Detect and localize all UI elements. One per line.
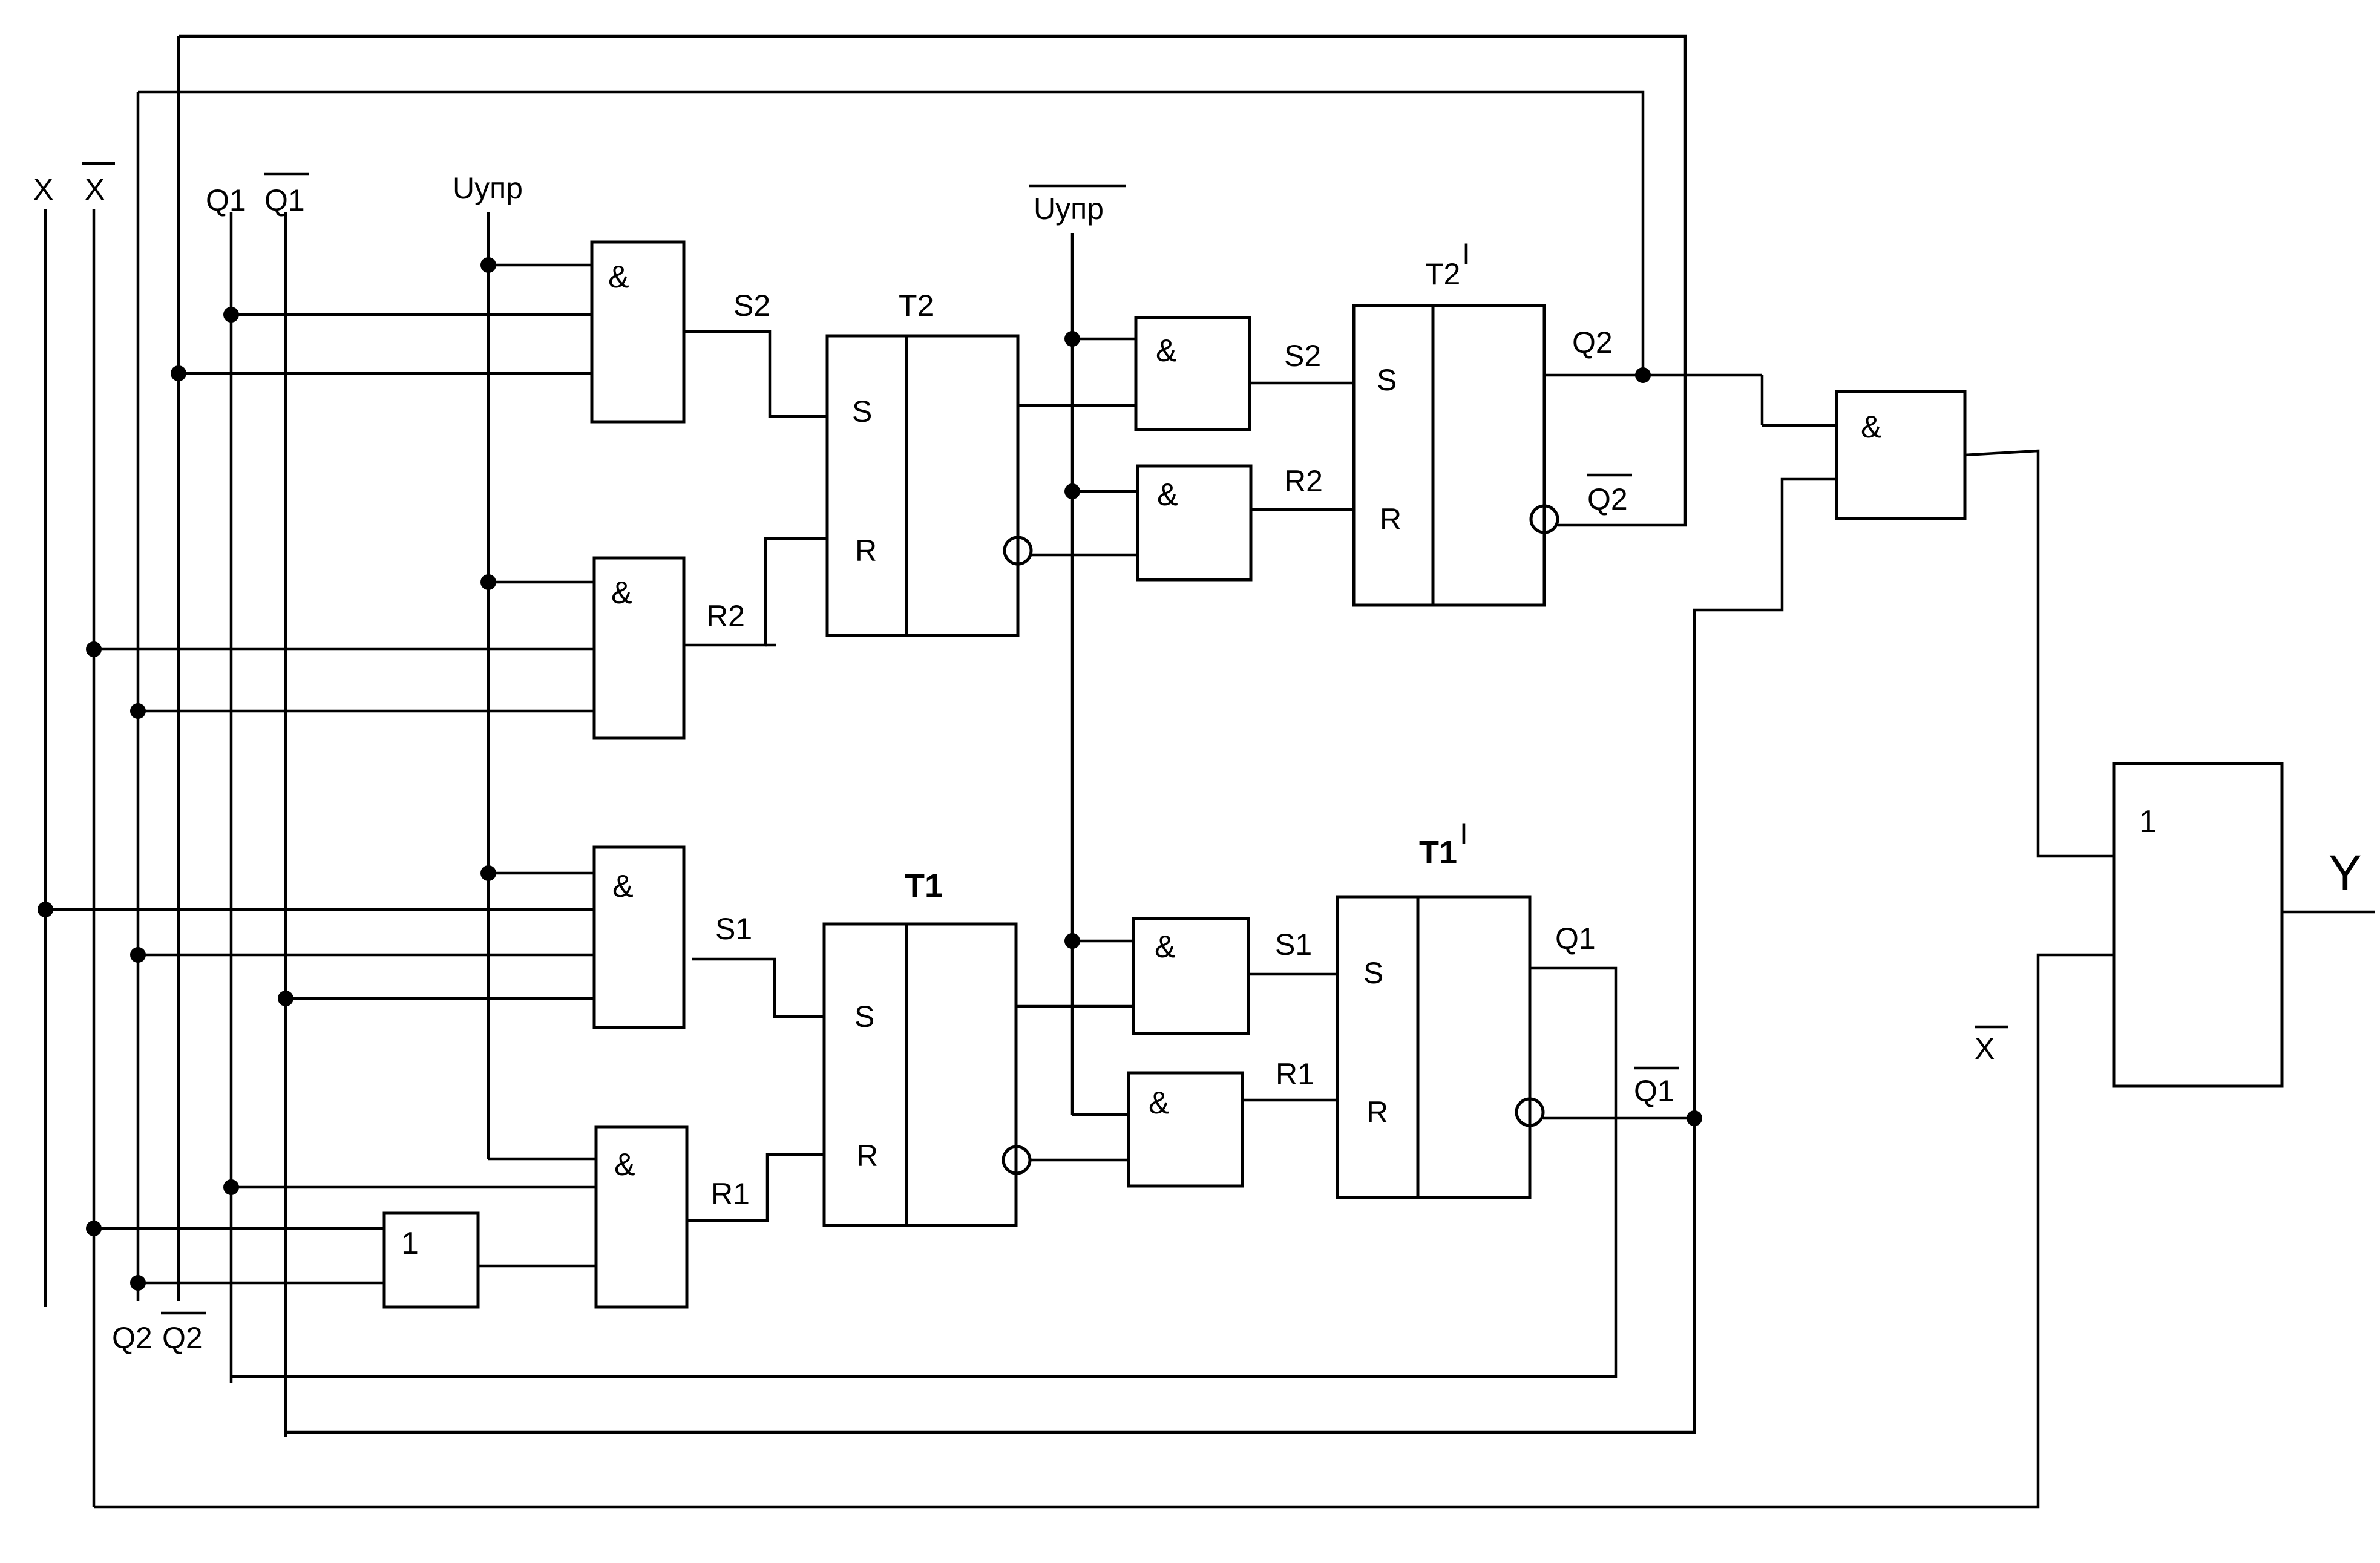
and-gate-s1 <box>592 845 686 1029</box>
label-q1-out: Q1 <box>1555 922 1596 955</box>
junction-dot <box>86 641 102 657</box>
and-symbol: & <box>1149 1086 1170 1121</box>
trigger-t1-r-pin: R <box>856 1139 878 1173</box>
and-symbol: & <box>611 575 632 611</box>
trigger-t2-prime-mark: I <box>1462 237 1470 271</box>
junction-dot <box>480 257 496 273</box>
trigger-t1-name: T1 <box>905 868 943 904</box>
or-gate-x-inv-q2 <box>382 1211 480 1309</box>
and-gate-s2 <box>590 240 686 424</box>
trigger-t2-prime-r-pin: R <box>1380 502 1401 536</box>
and-symbol: & <box>614 1147 635 1182</box>
or-gate-final <box>2112 762 2284 1088</box>
trigger-t2-prime-s-pin: S <box>1377 363 1397 397</box>
wire-r1-in <box>687 1153 824 1222</box>
trigger-t2-prime <box>1352 304 1546 607</box>
junction-dot <box>1064 331 1080 347</box>
trigger-t1-s-pin: S <box>854 1000 874 1034</box>
junction-dot <box>1687 1110 1702 1126</box>
label-x-inv: X <box>85 172 105 206</box>
and-gate-final <box>1835 390 1967 520</box>
junction-dot <box>1635 367 1651 383</box>
junction-dot <box>278 991 293 1006</box>
label-q2-out: Q2 <box>1572 326 1613 359</box>
and-gate-r1-out <box>1127 1071 1244 1188</box>
feedback-q1-inv-loop <box>286 1118 1696 1434</box>
label-y: Y <box>2329 845 2362 900</box>
junction-dot <box>130 947 146 963</box>
trigger-t1-prime <box>1336 895 1532 1199</box>
junction-dot <box>1064 483 1080 499</box>
trigger-t2-s-pin: S <box>852 395 872 428</box>
junction-dot <box>86 1221 102 1236</box>
label-uupr-inv: Uупр <box>1034 192 1104 226</box>
label-r2-out: R2 <box>1284 464 1323 498</box>
trigger-t2-r-pin: R <box>855 534 877 568</box>
trigger-t2-prime-inverse-output <box>1529 504 1559 534</box>
wire-s2-in <box>684 330 827 418</box>
label-s2-out: S2 <box>1284 339 1321 373</box>
feedback-q1-loop <box>231 966 1618 1378</box>
trigger-t2-prime-name: T2 <box>1425 257 1460 291</box>
trigger-t1 <box>822 922 1018 1227</box>
or-symbol: 1 <box>2139 804 2157 839</box>
trigger-t1-prime-inverse-output <box>1515 1097 1545 1127</box>
feedback-q2-loop <box>138 90 1645 375</box>
trigger-t1-prime-r-pin: R <box>1366 1095 1388 1129</box>
wire-r2-in <box>684 537 827 647</box>
label-q1: Q1 <box>206 183 246 217</box>
and-symbol: & <box>1157 477 1178 513</box>
wire-q1-inv-to-and <box>1693 477 1837 1118</box>
junction-dot <box>1064 933 1080 949</box>
label-q2-bottom: Q2 <box>112 1321 152 1355</box>
junction-dot <box>480 574 496 590</box>
and-symbol: & <box>1156 333 1177 369</box>
label-s2-in: S2 <box>733 289 770 323</box>
label-uupr: Uупр <box>453 171 523 205</box>
and-gate-r2 <box>592 556 686 740</box>
junction-dot <box>38 902 53 917</box>
label-x-inv-out: X <box>1975 1032 1995 1066</box>
trigger-t1-prime-name: T1 <box>1419 834 1457 871</box>
trigger-t2 <box>825 334 1020 637</box>
and-symbol: & <box>608 260 629 295</box>
or-symbol: 1 <box>401 1226 419 1261</box>
and-symbol: & <box>1155 929 1176 965</box>
label-r2-in: R2 <box>706 599 745 633</box>
trigger-t1-prime-s-pin: S <box>1363 956 1383 990</box>
label-s1-in: S1 <box>715 912 752 946</box>
label-q1-inv: Q1 <box>264 183 305 217</box>
label-s1-out: S1 <box>1275 928 1312 962</box>
wire-s1-in <box>692 957 824 1018</box>
junction-dot <box>130 703 146 719</box>
label-r1-in: R1 <box>711 1177 750 1211</box>
trigger-t1-prime-mark: I <box>1460 817 1468 851</box>
trigger-t2-name: T2 <box>899 289 934 323</box>
label-q2-inv-bottom: Q2 <box>162 1321 203 1355</box>
junction-dot <box>171 365 186 381</box>
and-symbol: & <box>612 869 634 904</box>
junction-dot <box>480 865 496 881</box>
label-r1-out: R1 <box>1276 1057 1314 1091</box>
junction-dot <box>130 1275 146 1291</box>
and-gate-r1 <box>594 1125 689 1309</box>
and-gate-s1-out <box>1132 917 1250 1035</box>
label-q1-inv-out: Q1 <box>1634 1074 1674 1108</box>
junction-dot <box>223 307 239 323</box>
and-gate-s2-out <box>1134 316 1251 431</box>
and-gate-r2-out <box>1136 464 1253 582</box>
junction-dot <box>223 1179 239 1195</box>
trigger-t2-inverse-output <box>1003 536 1033 566</box>
feedback-x-inv-loop <box>94 953 2114 1509</box>
feedback-q2-inv-loop <box>179 34 1687 527</box>
and-symbol: & <box>1861 410 1882 445</box>
label-q2-inv-out: Q2 <box>1587 482 1628 516</box>
label-x: X <box>33 172 53 206</box>
junction-dots <box>38 257 1702 1291</box>
wire-and-to-or <box>1964 449 2114 858</box>
